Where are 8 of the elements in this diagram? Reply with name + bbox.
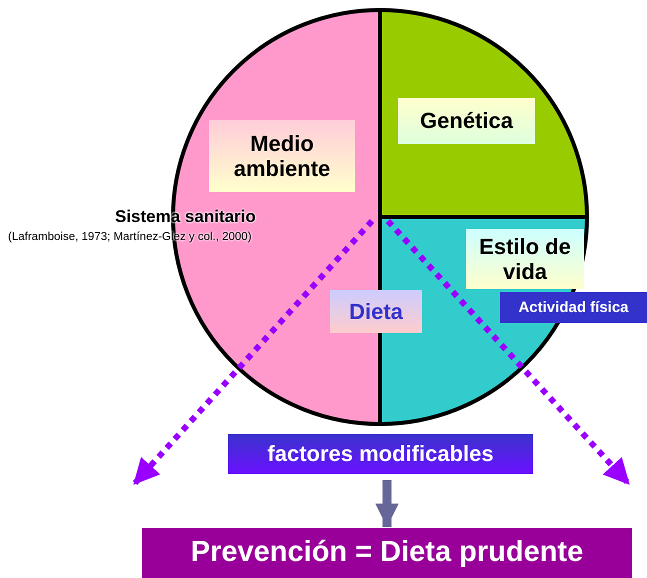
sector-label: Estilo de vida	[466, 229, 584, 289]
factor-tag: Dieta	[330, 290, 422, 333]
sector-label: Medio ambiente	[209, 120, 355, 192]
arrow	[375, 480, 399, 527]
factor-banner: factores modificables	[228, 434, 533, 474]
factor-badge: Actividad física	[500, 292, 647, 323]
result-banner: Prevención = Dieta prudente	[142, 528, 632, 578]
sector-label: Genética	[398, 98, 535, 144]
